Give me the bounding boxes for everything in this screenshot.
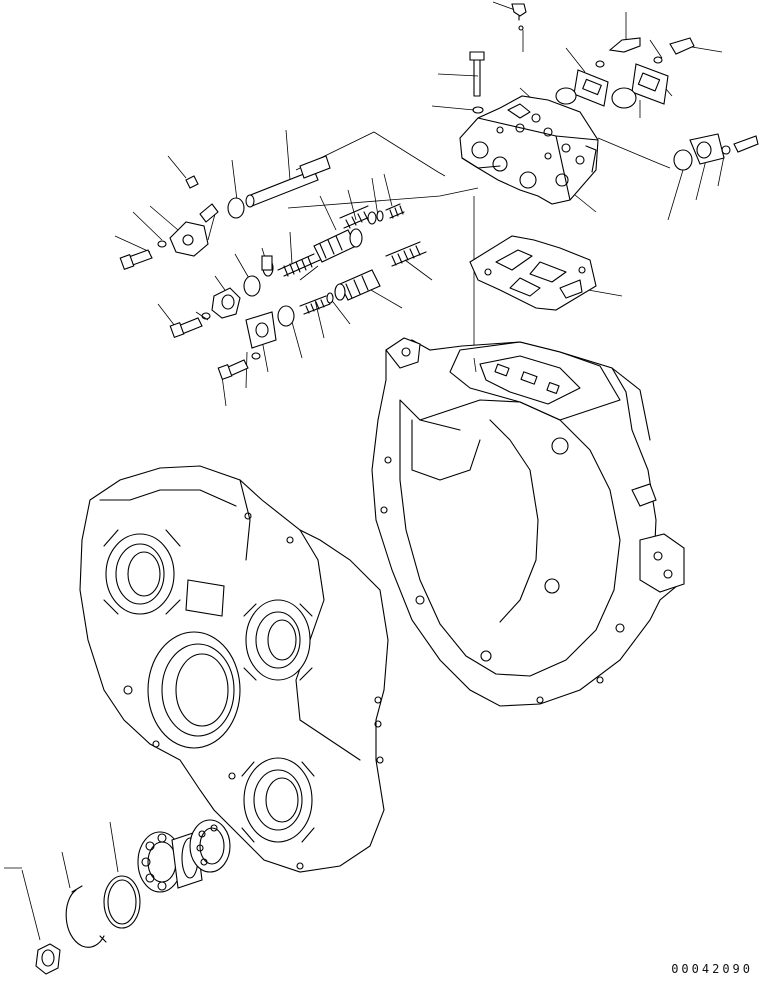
right-flange-parts [673,133,759,171]
transmission-housing [371,337,685,707]
catalog-number: 00042090 [671,962,753,976]
cover-plates-top [555,63,669,109]
valve-gasket [469,235,597,311]
bearing-assembly [35,819,231,975]
valve-spools-springs [227,155,427,327]
left-fittings [119,175,277,381]
control-valve-body [459,95,599,205]
gear-case [79,465,389,873]
housing-connector-lines [473,357,477,373]
top-fasteners [469,3,695,114]
